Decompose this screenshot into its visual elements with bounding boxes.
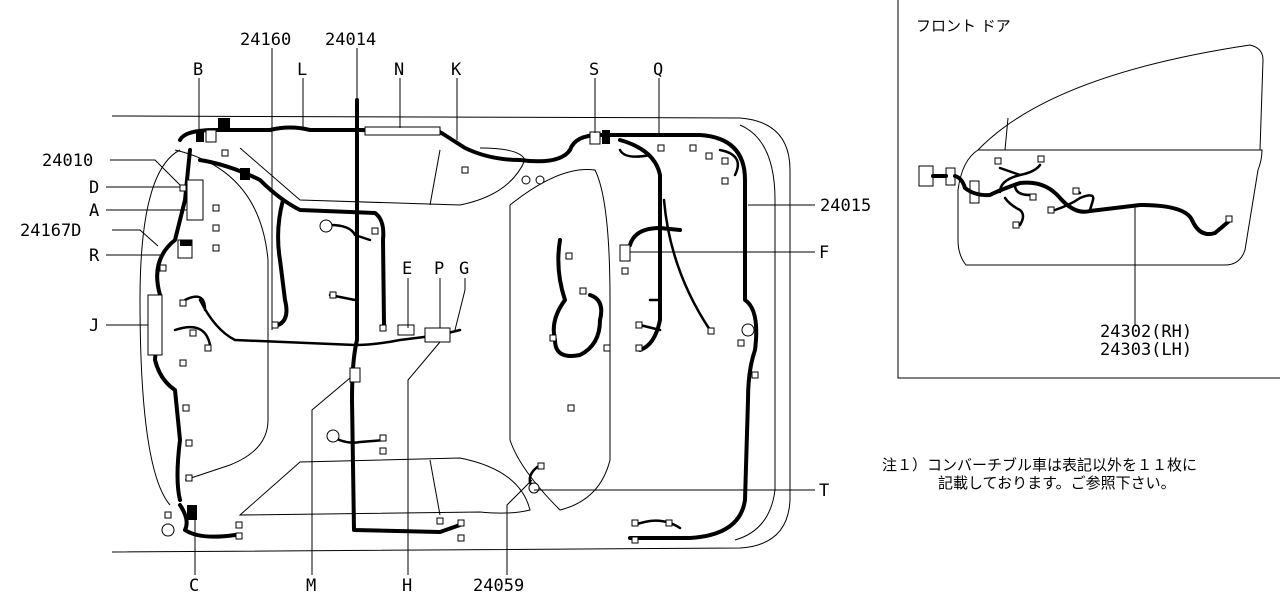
label-T: T	[819, 481, 829, 501]
note-line-1: 注１）コンバーチブル車は表記以外を１１枚に	[882, 456, 1197, 474]
label-R: R	[89, 246, 100, 266]
label-G: G	[459, 259, 469, 279]
label-J: J	[89, 316, 99, 336]
label-24014: 24014	[325, 30, 376, 50]
label-Q: Q	[653, 60, 663, 80]
label-24010: 24010	[42, 151, 93, 171]
harness-bundles	[153, 98, 759, 540]
label-H: H	[402, 576, 412, 595]
label-K: K	[451, 60, 462, 80]
label-S: S	[589, 60, 599, 80]
label-24160: 24160	[240, 30, 291, 50]
label-M: M	[306, 576, 316, 595]
label-E: E	[402, 259, 412, 279]
label-L: L	[297, 60, 307, 80]
convertible-note: 注１）コンバーチブル車は表記以外を１１枚に 記載しております。ご参照下さい。	[882, 456, 1197, 492]
front-door-inset: フロント ドア 24302(RH) 24303(LH)	[897, 0, 1280, 379]
label-P: P	[434, 259, 444, 279]
label-24302-rh: 24302(RH)	[1100, 322, 1192, 342]
label-24303-lh: 24303(LH)	[1100, 340, 1192, 360]
label-D: D	[89, 178, 99, 198]
inset-title: フロント ドア	[916, 17, 1011, 35]
label-24059: 24059	[473, 576, 524, 595]
part-labels: 24160 24014 B L N K S Q 24010 D A 24167D…	[20, 30, 871, 595]
label-24015: 24015	[820, 196, 871, 216]
note-line-2: 記載しております。ご参照下さい。	[938, 474, 1176, 492]
label-A: A	[89, 201, 99, 221]
label-24167D: 24167D	[20, 221, 81, 241]
label-C: C	[189, 576, 199, 595]
small-terminals	[159, 144, 759, 544]
vehicle-body-outline	[111, 115, 791, 553]
leader-lines	[106, 48, 815, 575]
label-N: N	[394, 60, 404, 80]
label-B: B	[193, 60, 203, 80]
label-F: F	[819, 243, 829, 263]
